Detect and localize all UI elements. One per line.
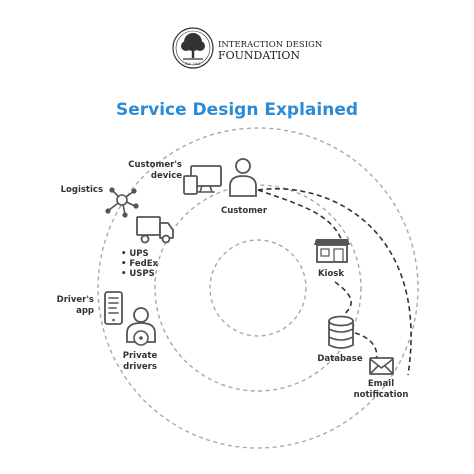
label-customer: Customer bbox=[221, 206, 268, 216]
brand-line1: INTERACTION DESIGN bbox=[218, 40, 323, 50]
label-email-notification-1: Email bbox=[368, 379, 394, 389]
person-icon bbox=[229, 158, 257, 197]
flow-database-to-email bbox=[354, 332, 378, 366]
middle-ring bbox=[154, 184, 362, 392]
envelope-icon bbox=[369, 357, 394, 375]
carrier-ups: • UPS bbox=[121, 249, 149, 259]
label-logistics: Logistics bbox=[61, 185, 103, 195]
brand-logo: Est. 2002 INTERACTION DESIGN FOUNDATION bbox=[172, 27, 323, 69]
inner-ring bbox=[209, 239, 307, 337]
tree-logo-icon bbox=[172, 27, 214, 69]
storefront-icon bbox=[314, 239, 350, 263]
driver-steering-wheel-icon bbox=[126, 307, 156, 346]
service-rings bbox=[97, 127, 419, 449]
label-kiosk: Kiosk bbox=[318, 269, 344, 279]
delivery-truck-icon bbox=[136, 216, 174, 244]
label-email-notification-2: notification bbox=[354, 390, 409, 400]
database-icon bbox=[328, 315, 354, 349]
label-customers-device-2: device bbox=[151, 171, 182, 181]
label-customers-device-1: Customer's bbox=[128, 160, 182, 170]
label-database: Database bbox=[317, 354, 362, 364]
page-title: Service Design Explained bbox=[116, 100, 358, 120]
carrier-usps: • USPS bbox=[121, 269, 155, 279]
label-private-drivers-1: Private bbox=[123, 351, 158, 361]
desktop-and-tablet-icon bbox=[183, 165, 222, 195]
flow-customer-to-email bbox=[257, 188, 412, 376]
smartphone-icon bbox=[104, 291, 123, 325]
label-drivers-app-1: Driver's bbox=[57, 295, 94, 305]
label-private-drivers-2: drivers bbox=[123, 362, 157, 372]
network-hub-icon bbox=[105, 187, 139, 218]
outer-ring bbox=[97, 127, 419, 449]
brand-line2: FOUNDATION bbox=[218, 49, 300, 62]
brand-est: Est. 2002 bbox=[185, 62, 200, 66]
label-drivers-app-2: app bbox=[76, 306, 94, 316]
flow-kiosk-to-database bbox=[334, 281, 352, 316]
carrier-fedex: • FedEx bbox=[121, 259, 159, 269]
